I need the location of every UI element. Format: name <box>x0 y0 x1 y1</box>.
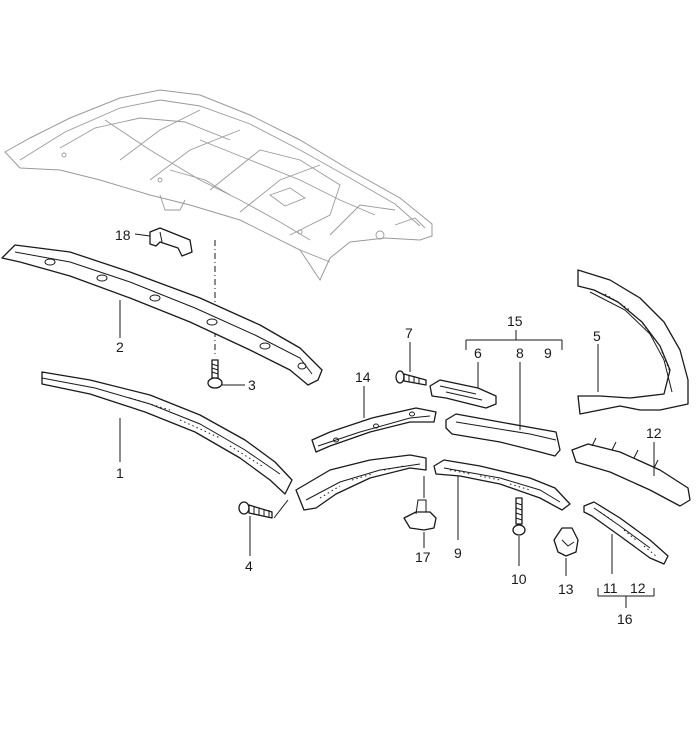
callout-9-top: 9 <box>544 345 552 361</box>
callout-7: 7 <box>405 325 413 341</box>
callout-3: 3 <box>248 377 256 393</box>
callout-16: 16 <box>617 611 633 627</box>
part-7-screw <box>395 370 427 386</box>
part-5-arched-seal <box>577 269 689 415</box>
callout-12-top: 12 <box>646 425 662 441</box>
part-12-trim <box>571 437 691 507</box>
callout-1: 1 <box>116 465 124 481</box>
part-1-long-seal <box>41 371 293 495</box>
callout-13: 13 <box>558 581 574 597</box>
callout-9-bottom: 9 <box>454 545 462 561</box>
part-17-clip <box>403 499 437 531</box>
part-3-screw <box>207 359 223 389</box>
callout-12-bottom: 12 <box>630 580 646 596</box>
callout-17: 17 <box>415 549 431 565</box>
callout-10: 10 <box>511 571 527 587</box>
callout-2: 2 <box>116 339 124 355</box>
callout-18: 18 <box>115 227 131 243</box>
curved-seal <box>295 454 427 511</box>
callout-4: 4 <box>245 558 253 574</box>
part-14-rail <box>311 407 437 453</box>
callout-15: 15 <box>507 313 523 329</box>
callout-14: 14 <box>355 369 371 385</box>
callout-6: 6 <box>474 345 482 361</box>
part-10-screw <box>512 497 526 536</box>
part-13-clip <box>553 527 579 557</box>
part-6-clip <box>429 379 497 409</box>
part-2-header-strip <box>1 244 323 386</box>
callout-8: 8 <box>516 345 524 361</box>
callout-11: 11 <box>603 580 618 596</box>
callout-bracket-16 <box>597 588 655 608</box>
callout-5: 5 <box>593 328 601 344</box>
part-4-screw <box>238 501 273 519</box>
roof-frame-assembly <box>4 89 433 282</box>
callout-bracket-15 <box>465 330 563 350</box>
part-11-seal-strip <box>583 501 669 565</box>
part-9-seal-strip <box>433 459 571 511</box>
part-8-strip <box>445 413 561 457</box>
part-18-bracket <box>149 227 193 257</box>
